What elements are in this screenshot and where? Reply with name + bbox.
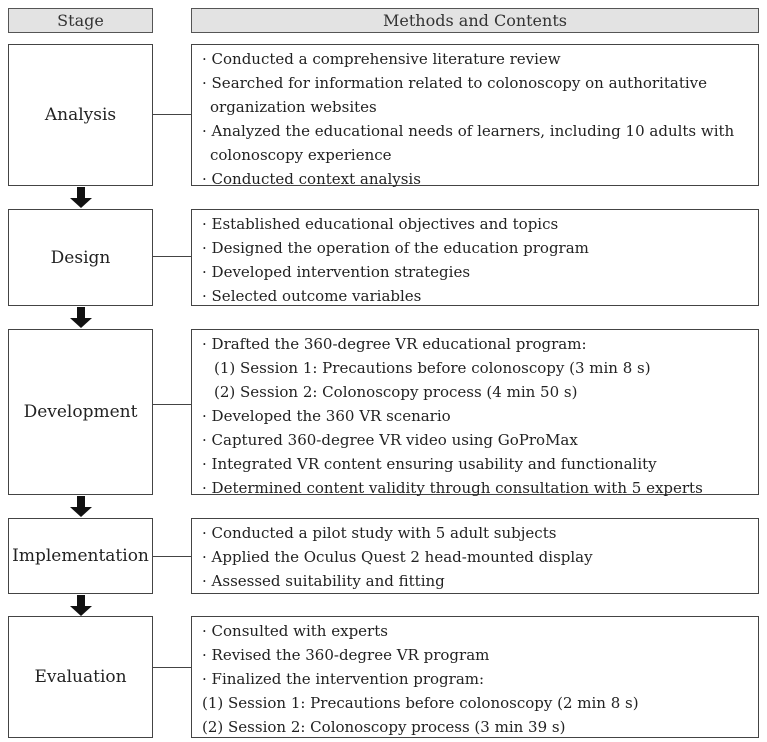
methods-analysis: · Conducted a comprehensive literature r… (191, 44, 759, 188)
method-line: · Conducted a pilot study with 5 adult s… (202, 524, 557, 542)
method-line: · Revised the 360-degree VR program (202, 646, 490, 664)
methods-column-header: Methods and Contents (191, 8, 759, 33)
method-line: (2) Session 2: Colonoscopy process (4 mi… (214, 383, 578, 401)
method-line: · Conducted context analysis (202, 170, 421, 188)
methods-implementation: · Conducted a pilot study with 5 adult s… (191, 518, 759, 594)
method-line: · Developed the 360 VR scenario (202, 407, 451, 425)
method-line: · Designed the operation of the educatio… (202, 239, 589, 257)
method-line: · Determined content validity through co… (202, 479, 703, 497)
method-line: colonoscopy experience (210, 146, 392, 164)
method-line: · Selected outcome variables (202, 287, 422, 305)
method-line: · Finalized the intervention program: (202, 670, 485, 688)
method-line: · Searched for information related to co… (202, 74, 708, 92)
connector-development (153, 404, 191, 405)
stage-evaluation: Evaluation (8, 616, 153, 738)
methods-design: · Established educational objectives and… (191, 209, 759, 306)
stage-implementation: Implementation (8, 518, 153, 594)
method-line: · Integrated VR content ensuring usabili… (202, 455, 657, 473)
method-line: · Conducted a comprehensive literature r… (202, 50, 561, 68)
connector-evaluation (153, 667, 191, 668)
method-line: (1) Session 1: Precautions before colono… (214, 359, 651, 377)
connector-implementation (153, 556, 191, 557)
method-line: · Drafted the 360-degree VR educational … (202, 335, 587, 353)
stage-design: Design (8, 209, 153, 306)
down-arrow-icon (70, 595, 92, 616)
method-line: organization websites (210, 98, 377, 116)
methods-development: · Drafted the 360-degree VR educational … (191, 329, 759, 497)
methods-evaluation: · Consulted with experts · Revised the 3… (191, 616, 759, 738)
method-line: (1) Session 1: Precautions before colono… (202, 694, 639, 712)
method-line: · Assessed suitability and fitting (202, 572, 445, 590)
method-line: · Established educational objectives and… (202, 215, 559, 233)
down-arrow-icon (70, 307, 92, 328)
method-line: (2) Session 2: Colonoscopy process (3 mi… (202, 718, 566, 736)
down-arrow-icon (70, 496, 92, 517)
method-line: · Captured 360-degree VR video using GoP… (202, 431, 578, 449)
connector-design (153, 256, 191, 257)
connector-analysis (153, 114, 191, 115)
stage-analysis: Analysis (8, 44, 153, 186)
method-line: · Analyzed the educational needs of lear… (202, 122, 735, 140)
down-arrow-icon (70, 187, 92, 208)
method-line: · Consulted with experts (202, 622, 388, 640)
stage-column-header: Stage (8, 8, 153, 33)
method-line: · Applied the Oculus Quest 2 head-mounte… (202, 548, 593, 566)
stage-development: Development (8, 329, 153, 495)
method-line: · Developed intervention strategies (202, 263, 471, 281)
